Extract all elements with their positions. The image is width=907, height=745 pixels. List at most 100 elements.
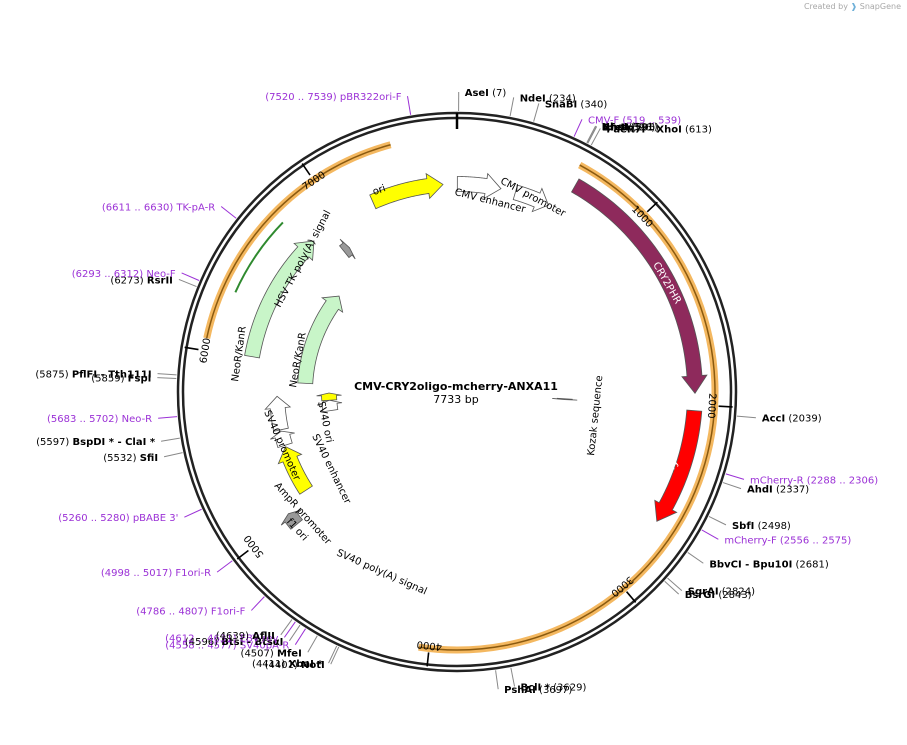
enzyme-btsi[interactable]: (4596) BtsI - BtsαI (185, 637, 284, 648)
enzyme-ahdi[interactable]: AhdI (2337) (747, 485, 809, 496)
feature-sv40-enhancer-13[interactable] (316, 399, 343, 413)
snapgene-watermark: Created by ❱ SnapGene (804, 2, 901, 11)
feature-ampr-promoter-9[interactable] (270, 430, 295, 448)
leader-xbai-19 (328, 645, 338, 664)
enzyme-bsrgi[interactable]: BsrGI (2843) (685, 590, 752, 601)
leader-fspi-31 (157, 377, 177, 379)
primer-f1ori-r[interactable]: (4998 .. 5017) F1ori-R (101, 568, 211, 579)
feature-sv40-poly-a-signal-5[interactable] (280, 509, 303, 530)
enzyme-bcli[interactable]: BclI * (3629) (521, 682, 587, 693)
enzyme-ndei[interactable]: NdeI (234) (520, 93, 576, 104)
tick-5000 (236, 549, 249, 560)
feature-label-sv40-enhancer: SV40 enhancer (309, 432, 353, 506)
feature-f1-ori-8[interactable] (277, 446, 313, 495)
primer-cmv-f[interactable]: CMV-F (519 .. 539) (588, 115, 681, 126)
enzyme-pshai[interactable]: PshAI (3697) (504, 685, 572, 696)
leader-sbfi-11 (708, 516, 727, 526)
primer-mcherry-r[interactable]: mCherry-R (2288 .. 2306) (750, 475, 878, 486)
leader-paer7i-7 (590, 128, 601, 146)
tick-label-6000: 6000 (198, 337, 213, 364)
watermark-text: Created by (803, 2, 848, 11)
primer-neo-f[interactable]: (6293 .. 6312) Neo-F (72, 269, 176, 280)
feature-cmv-promoter-2[interactable] (512, 184, 549, 213)
primer-f1ori-f[interactable]: (4786 .. 4807) F1ori-F (136, 606, 245, 617)
feature-mcherry-1[interactable] (654, 409, 703, 522)
primer-sv40pa-r[interactable]: (4558 .. 4577) SV40pA-R (165, 641, 289, 652)
leader-acci-8 (736, 415, 756, 419)
enzyme-rsrii[interactable]: (6273) RsrII (110, 275, 172, 286)
site-labels: AseI (7) NdeI (234)SnaBI (340) CMV-F (519 … (35, 88, 878, 696)
primer-pbr322ori-f[interactable]: (7520 .. 7539) pBR322ori-F (265, 92, 401, 103)
feature-sv40-ori-12[interactable] (316, 392, 342, 402)
leader-afei-6 (587, 126, 598, 144)
tick-label-2000: 2000 (705, 393, 717, 419)
enzyme-paer7i[interactable]: PaeR7I - XhoI (613) (606, 124, 712, 135)
feature-kozak-sequence-14[interactable] (552, 397, 578, 401)
leader-bcli-16 (510, 667, 516, 687)
tick-2000 (718, 405, 733, 408)
leader-mcherry-f-12 (701, 529, 719, 540)
feature-label-kozak: Kozak sequence (586, 375, 605, 456)
tick-1000 (646, 201, 658, 213)
leader-ndei-1 (509, 97, 515, 117)
leader-neo-f-34 (181, 272, 200, 281)
enzyme-mfei[interactable]: (4507) MfeI (241, 648, 302, 659)
primer-ebv-rev[interactable]: (4612 .. 4631) EBV-rev (165, 633, 278, 644)
enzyme-fspi[interactable]: (5859) FspI (91, 374, 151, 385)
enzyme-bbvci[interactable]: BbvCI - Bpu10I (2681) (709, 559, 829, 570)
leader-pflfi-32 (157, 373, 177, 376)
leader-bspdi-29 (160, 437, 180, 442)
tick-label-4000: 4000 (416, 638, 442, 652)
enzyme-afei[interactable]: AfeI (596) (603, 122, 656, 133)
feature-hsv-tk-poly-a-signal-6[interactable] (339, 238, 356, 260)
feature-arrows (244, 172, 708, 530)
leader-pshai-17 (495, 670, 499, 690)
leader-bbvci-13 (687, 552, 704, 564)
leader-rsrii-33 (178, 279, 197, 288)
primer-tk-pa-r[interactable]: (6611 .. 6630) TK-pA-R (102, 203, 215, 214)
feature-label-ori: ori (371, 183, 387, 198)
primer-neo-r[interactable]: (5683 .. 5702) Neo-R (47, 414, 152, 425)
feature-ori-4[interactable] (369, 172, 444, 210)
leader-f1ori-r-26 (216, 560, 233, 573)
tick-label-5000: 5000 (242, 533, 266, 560)
leader-ebv-rev-23 (283, 621, 296, 638)
leader-pbr322ori-f-36 (407, 96, 412, 115)
leader-snabi-2 (533, 103, 540, 122)
enzyme-xbai[interactable]: (4411) XbaI * (252, 659, 323, 670)
enzyme-asei[interactable]: AseI (7) (465, 88, 507, 99)
enzyme-pflfi[interactable]: (5875) PflFI - Tth111I (35, 370, 151, 381)
enzyme-sgrai[interactable]: SgrAI (2824) (688, 587, 755, 598)
enzyme-sbfi[interactable]: SbfI (2498) (732, 521, 791, 532)
feature-cmv-enhancer-3[interactable] (456, 172, 502, 200)
watermark-brand: SnapGene (859, 2, 901, 11)
snapgene-logo-icon: ❱ (850, 2, 858, 11)
plasmid-length: 7733 bp (433, 393, 478, 406)
leader-ahdi-10 (722, 482, 742, 490)
enzyme-noti[interactable]: (4401) NotI (265, 660, 325, 671)
enzyme-bspdi[interactable]: (5597) BspDI * - ClaI * (36, 437, 156, 448)
leader-sgrai-14 (667, 577, 683, 592)
enzyme-aflii[interactable]: (4639) AflII (216, 631, 275, 642)
feature-neor-kanr-7[interactable] (244, 240, 315, 359)
enzyme-sfii[interactable]: (5532) SfiI (103, 453, 158, 464)
feature-neor-kanr-11[interactable] (297, 295, 344, 385)
primer-mcherry-f[interactable]: mCherry-F (2556 .. 2575) (724, 535, 851, 546)
enzyme-acci[interactable]: AccI (2039) (762, 414, 822, 425)
feature-label-cmv-promoter: CMV promoter (498, 176, 568, 220)
enzyme-bmti[interactable]: BmtI (595) (602, 122, 659, 133)
primer-pbabe-3[interactable]: (5260 .. 5280) pBABE 3' (58, 513, 178, 524)
feature-sv40-promoter-10[interactable] (264, 395, 292, 432)
tick-3000 (625, 591, 637, 603)
leader-mfei-20 (307, 635, 318, 653)
tick-4000 (426, 652, 430, 667)
feature-cry2phr-0[interactable] (570, 178, 708, 394)
enzyme-snabi[interactable]: SnaBI (340) (545, 99, 608, 110)
enzyme-nhei[interactable]: NheI (591) (602, 122, 658, 133)
tick-label-7000: 7000 (301, 170, 328, 193)
tick-6000 (184, 346, 199, 351)
orange-arcs (203, 141, 719, 654)
leader-sfii-28 (163, 452, 183, 458)
feature-label-sv40-polya: SV40 poly(A) signal (335, 548, 429, 598)
